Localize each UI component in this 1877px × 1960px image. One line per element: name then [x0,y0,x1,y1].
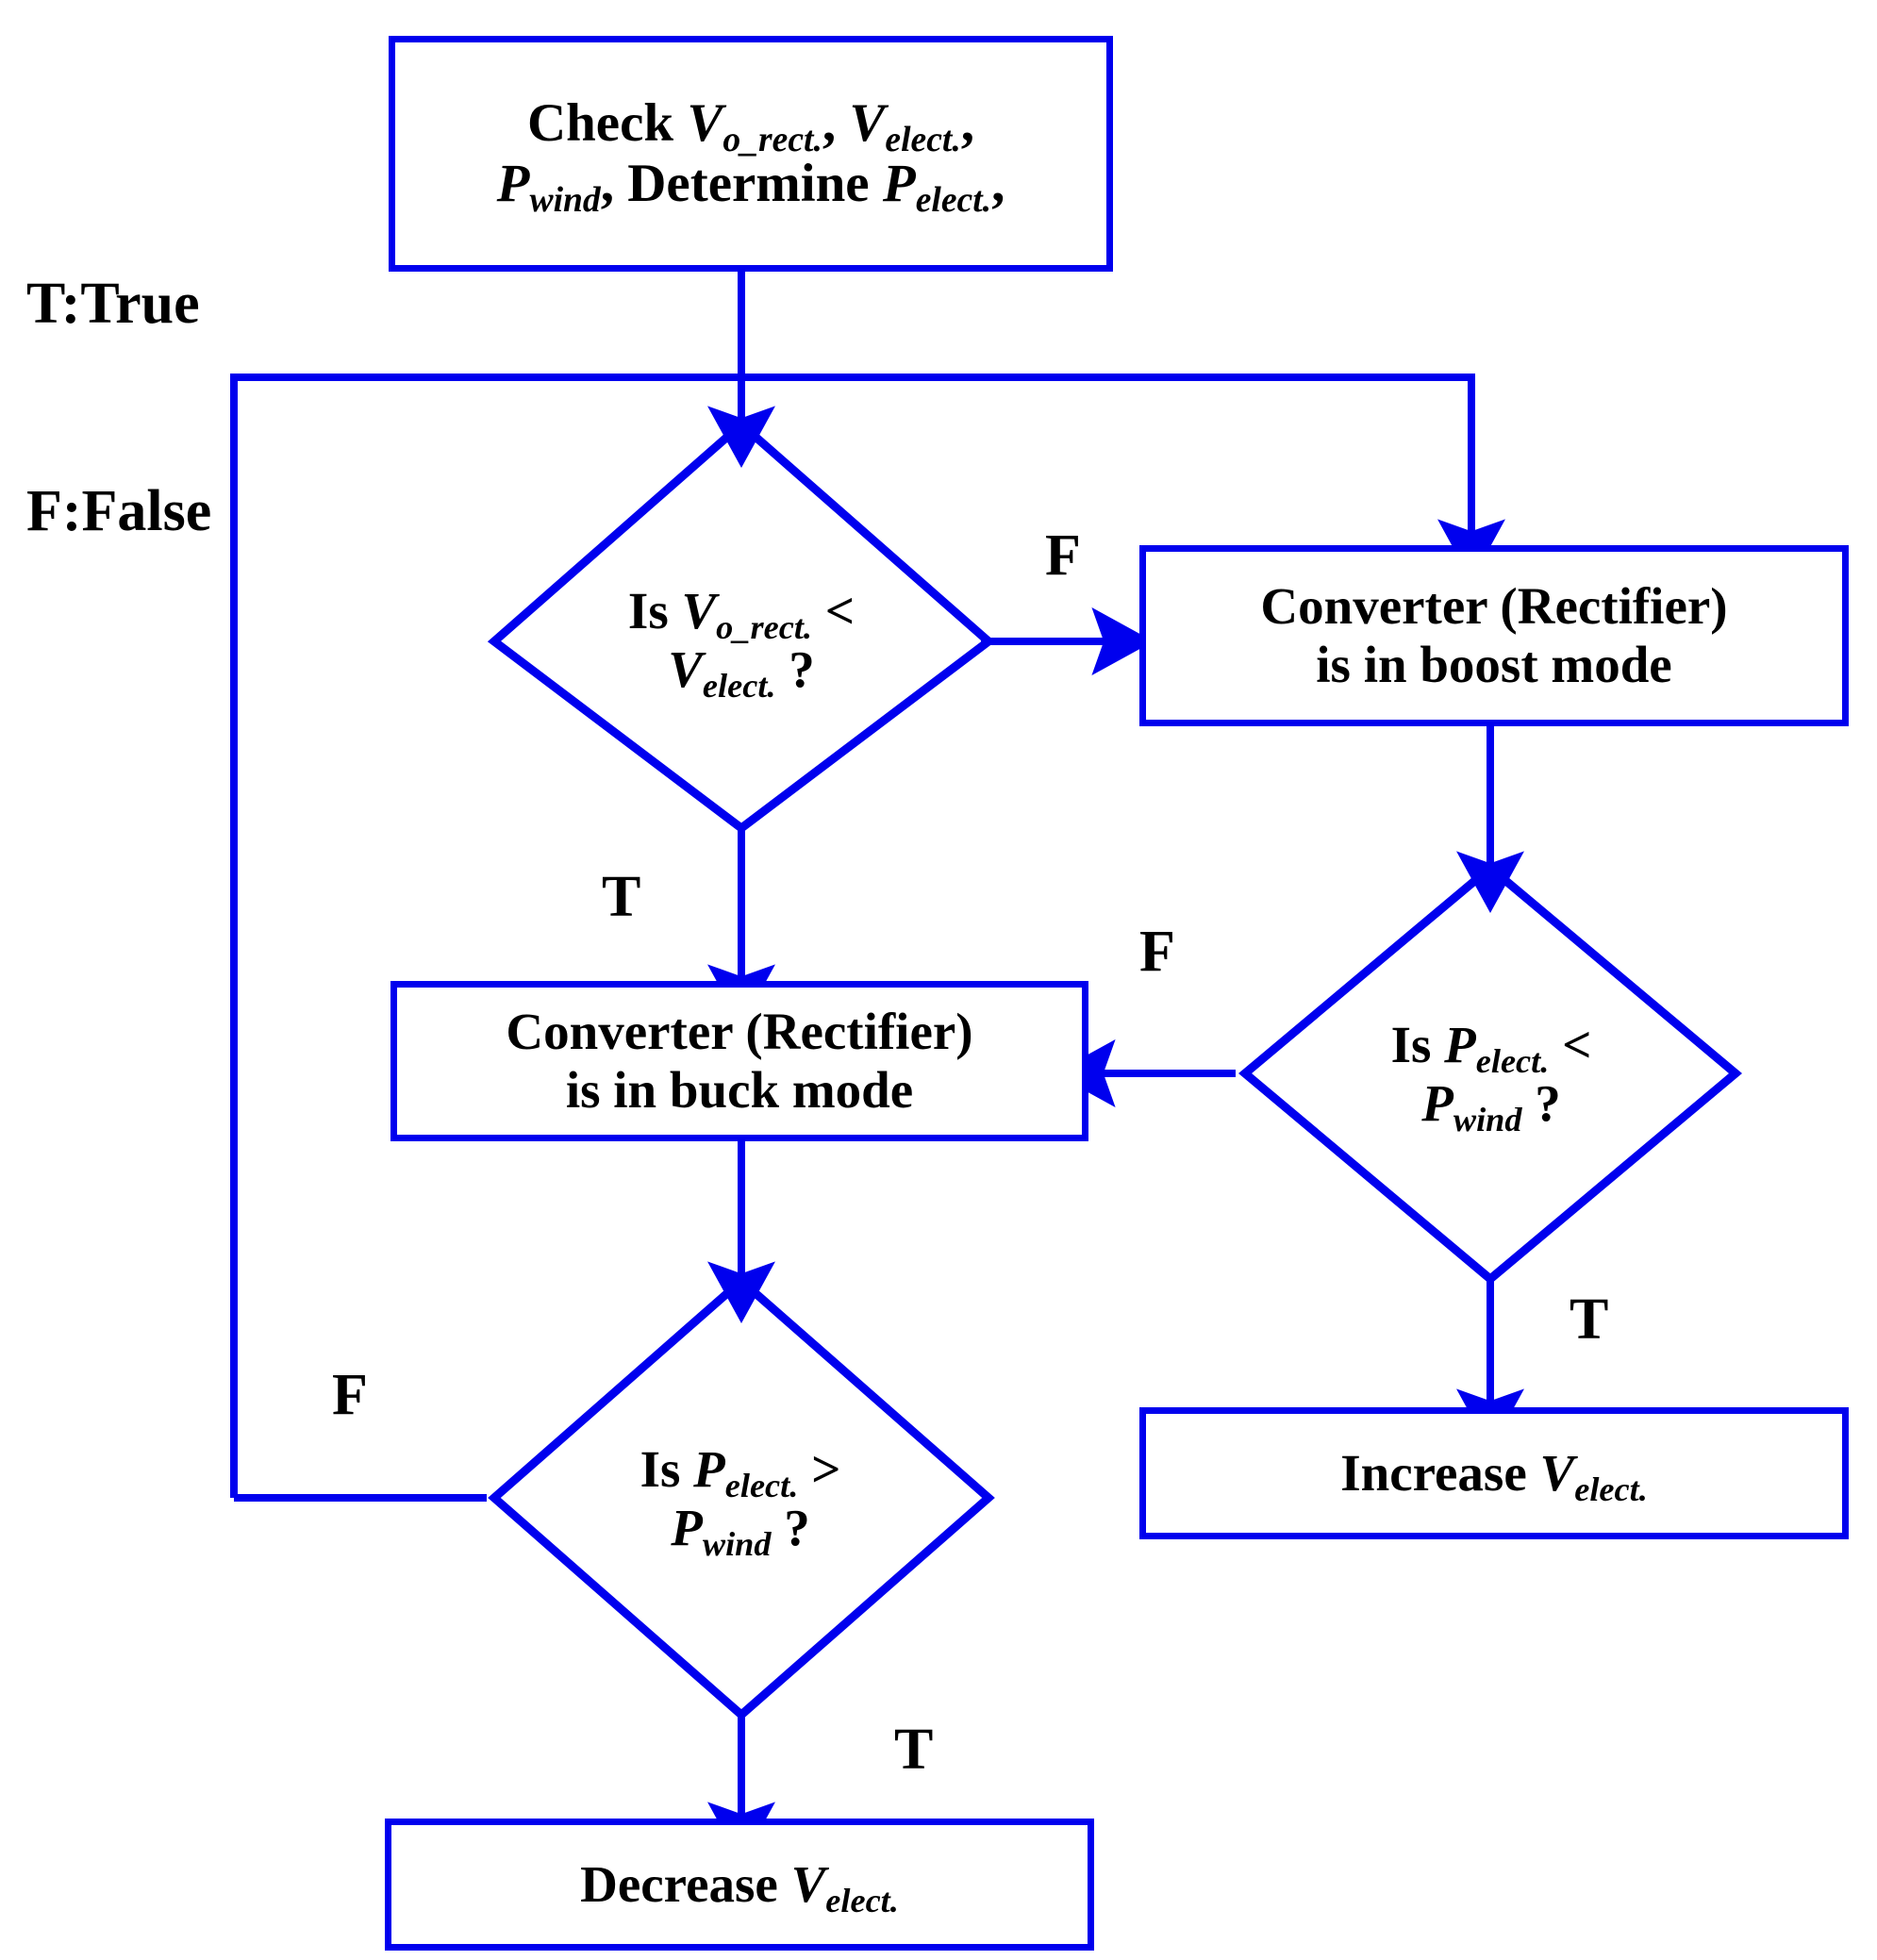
dv-line1-v-sub: o_rect. [716,608,812,647]
dv-line1-prefix: Is [627,582,682,640]
decrease-v-sub: elect. [825,1882,899,1920]
check-line2-end: , [991,154,1005,213]
check-line1-v1-sub: o_rect. [723,120,822,160]
check-line1-v1: V [687,93,723,154]
edge-label-power-lt-true: T [1570,1287,1609,1352]
decision-power-gt-label: Is Pelect. > Pwind ? [547,1409,934,1588]
check-line2-p2: P [882,154,916,213]
plt-line2-q: ? [1521,1074,1561,1132]
check-line2-p1-sub: wind [529,180,601,221]
pgt-line1-op: > [798,1440,841,1499]
increase-v-sub: elect. [1574,1470,1648,1509]
process-boost-mode: Converter (Rectifier) is in boost mode [1139,545,1849,726]
dv-line1-op: < [811,582,855,640]
check-line2-p2-sub: elect. [915,180,992,221]
legend: T:True F:False [26,132,211,684]
edge-label-voltage-true: T [602,865,641,929]
buck-line2: is in buck mode [565,1061,914,1119]
edge-label-voltage-false: F [1045,523,1081,588]
process-check-inputs: Check Vo_rect., Velect., Pwind, Determin… [389,36,1113,272]
plt-line1-p-sub: elect. [1475,1042,1550,1081]
pgt-line1-p-sub: elect. [724,1467,799,1505]
pgt-line1-p: P [693,1440,725,1499]
process-increase-velect: Increase Velect. [1139,1407,1849,1539]
boost-line2: is in boost mode [1316,636,1672,693]
check-line1-v2: V [849,93,886,154]
check-line1-prefix: Check [526,93,688,154]
decrease-v: V [790,1855,826,1914]
plt-line1-prefix: Is [1390,1016,1445,1074]
dv-line2-q: ? [775,640,815,698]
legend-true: T:True [26,272,200,337]
plt-line2-p: P [1421,1074,1453,1132]
plt-line1-p: P [1444,1016,1476,1074]
check-line1-v2-sub: elect. [885,120,961,160]
edge-label-power-lt-false: F [1139,920,1175,984]
increase-v: V [1539,1444,1575,1503]
pgt-line2-p: P [671,1499,703,1556]
pgt-line2-q: ? [771,1499,810,1556]
decision-power-lt-label: Is Pelect. < Pwind ? [1298,985,1685,1164]
edge-label-power-gt-false: F [332,1363,368,1427]
plt-line2-p-sub: wind [1453,1100,1522,1138]
process-decrease-velect: Decrease Velect. [385,1819,1094,1951]
dv-line2-v-sub: elect. [702,666,776,705]
edge-label-power-gt-true: T [894,1718,934,1782]
boost-line1: Converter (Rectifier) [1260,577,1728,636]
pgt-line2-p-sub: wind [702,1524,772,1563]
check-line1-end: , [960,93,975,154]
check-line2-mid: , Determine [600,154,883,213]
dv-line1-v: V [681,582,717,640]
increase-prefix: Increase [1340,1444,1540,1503]
decision-voltage-label: Is Vo_rect. < Velect. ? [543,551,939,730]
dv-line2-v: V [668,640,703,698]
check-line1-sep: , [822,93,850,154]
check-line2-p1: P [496,154,530,213]
process-buck-mode: Converter (Rectifier) is in buck mode [390,981,1088,1141]
pgt-line1-prefix: Is [640,1440,694,1499]
plt-line1-op: < [1549,1016,1592,1074]
legend-false: F:False [26,478,212,543]
decrease-prefix: Decrease [580,1855,791,1914]
buck-line1: Converter (Rectifier) [506,1003,973,1061]
